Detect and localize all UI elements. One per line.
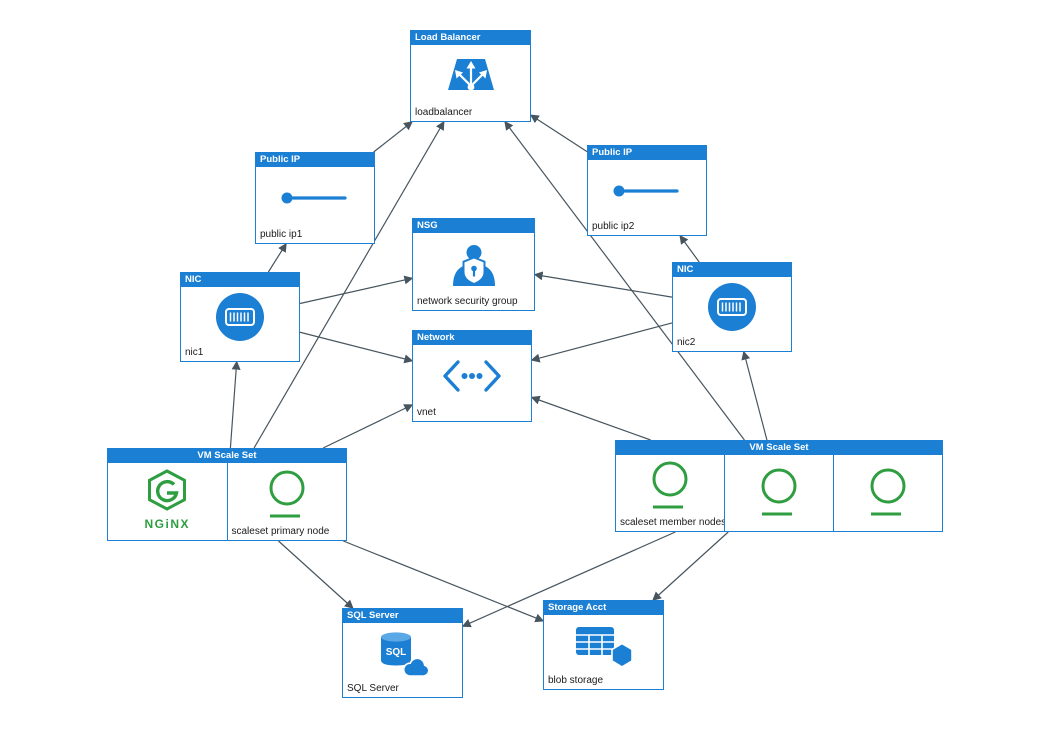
edge-vmss1-to-loadbalancer <box>253 120 445 449</box>
sql-icon: SQL <box>343 623 462 683</box>
node-vmss2[interactable]: VM Scale Set scaleset member nodes <box>615 440 943 532</box>
edge-nic1-to-nsg <box>299 275 414 305</box>
node-icon <box>725 455 833 531</box>
edge-vmss1-to-nic1 <box>229 360 241 449</box>
nginx-logo-text: NGiNX <box>144 517 190 531</box>
node-title: NSG <box>413 219 534 233</box>
node-body: scaleset member nodes <box>616 455 942 531</box>
node-title: SQL Server <box>343 609 462 623</box>
load-balancer-icon <box>411 45 530 107</box>
svg-text:SQL: SQL <box>385 647 406 658</box>
node-title: Public IP <box>588 146 706 160</box>
node-nsg[interactable]: NSG network security group <box>412 218 535 311</box>
edge-nic2-to-vnet <box>530 322 673 363</box>
network-icon <box>413 345 531 407</box>
node-publicip2[interactable]: Public IP public ip2 <box>587 145 707 236</box>
node-loadbalancer[interactable]: Load Balancer loadbalancer <box>410 30 531 122</box>
node-body: SQL SQL Server <box>343 623 462 697</box>
edge-vmss2-to-sql <box>461 531 676 628</box>
node-body: blob storage <box>544 615 663 689</box>
node-storage[interactable]: Storage Acct blob storage <box>543 600 664 690</box>
node-icon <box>834 455 942 531</box>
edge-vmss1-to-storage <box>343 540 545 623</box>
edge-vmss2-to-storage <box>652 531 729 601</box>
node-body: NGiNX scaleset primary node <box>108 463 346 540</box>
node-label: loadbalancer <box>415 107 473 118</box>
node-vnet[interactable]: Network vnet <box>412 330 532 422</box>
node-title: NIC <box>673 263 791 277</box>
edge-vmss2-to-loadbalancer <box>504 120 745 441</box>
node-icon <box>228 463 347 526</box>
node-nic2[interactable]: NIC nic2 <box>672 262 792 352</box>
node-label: blob storage <box>548 675 604 686</box>
edge-vmss2-to-nic2 <box>741 350 768 441</box>
node-label: nic1 <box>185 347 204 358</box>
public-ip-icon <box>256 167 374 229</box>
node-title: Public IP <box>256 153 374 167</box>
node-body: vnet <box>413 345 531 421</box>
nsg-icon <box>413 233 534 296</box>
node-label: scaleset primary node <box>231 526 330 537</box>
edge-vmss2-to-vnet <box>530 395 651 441</box>
nginx-icon <box>108 463 227 517</box>
edge-nic1-to-vnet <box>299 331 414 364</box>
nic-icon <box>673 277 791 337</box>
storage-icon <box>544 615 663 675</box>
node-label: scaleset member nodes <box>620 517 724 528</box>
node-title: Network <box>413 331 531 345</box>
node-publicip1[interactable]: Public IP public ip1 <box>255 152 375 244</box>
vmss-cell <box>833 455 942 531</box>
node-label: SQL Server <box>347 683 399 694</box>
nic-icon <box>181 287 299 347</box>
node-title: NIC <box>181 273 299 287</box>
edge-publicip1-to-loadbalancer <box>373 121 413 153</box>
vmss-cell: scaleset member nodes <box>616 455 724 531</box>
vmss-cell: NGiNX <box>108 463 227 540</box>
node-body: nic2 <box>673 277 791 351</box>
edge-vmss1-to-sql <box>278 540 354 609</box>
node-body: nic1 <box>181 287 299 361</box>
edge-vmss1-to-vnet <box>322 404 414 449</box>
edge-nic1-to-publicip1 <box>267 242 287 273</box>
node-body: network security group <box>413 233 534 310</box>
node-body: public ip2 <box>588 160 706 235</box>
node-title: VM Scale Set <box>616 441 942 455</box>
node-body: public ip1 <box>256 167 374 243</box>
vmss-cell: scaleset primary node <box>226 463 347 540</box>
node-title: VM Scale Set <box>108 449 346 463</box>
node-label: vnet <box>417 407 436 418</box>
node-label: public ip2 <box>592 221 635 232</box>
node-label: nic2 <box>677 337 696 348</box>
node-body: loadbalancer <box>411 45 530 121</box>
vmss-cell <box>724 455 833 531</box>
edge-nic2-to-publicip2 <box>679 234 700 263</box>
node-title: Storage Acct <box>544 601 663 615</box>
node-title: Load Balancer <box>411 31 530 45</box>
edge-publicip2-to-loadbalancer <box>529 114 588 153</box>
node-label: network security group <box>417 296 518 307</box>
public-ip-icon <box>588 160 706 221</box>
node-icon <box>616 455 724 517</box>
node-label: public ip1 <box>260 229 303 240</box>
edge-nic2-to-nsg <box>533 271 673 298</box>
node-nic1[interactable]: NIC nic1 <box>180 272 300 362</box>
